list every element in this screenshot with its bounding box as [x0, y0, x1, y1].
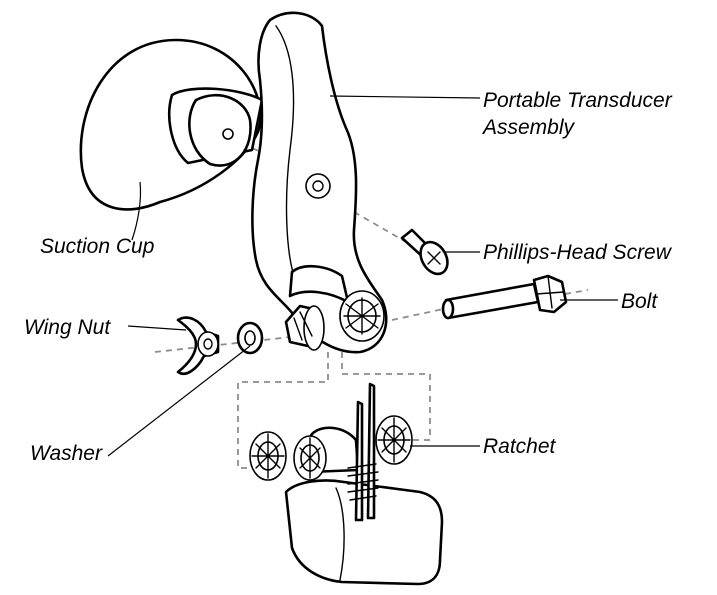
ratchet-gear-center: [293, 435, 327, 481]
leader-suction-cup: [131, 181, 142, 241]
leader-lines: [107, 95, 618, 457]
bolt: [441, 274, 568, 320]
leader-wing-nut: [127, 325, 187, 331]
transducer-cable: [347, 382, 379, 522]
suction-cup: [79, 38, 264, 211]
arm-ratchet-gear: [284, 290, 385, 351]
label-transducer-line2: Assembly: [481, 116, 576, 139]
label-wing-nut: Wing Nut: [24, 316, 111, 339]
label-phillips-head-screw: Phillips-Head Screw: [483, 241, 673, 264]
ratchet-gear-right: [375, 415, 413, 465]
label-washer: Washer: [30, 442, 103, 465]
label-transducer-line1: Portable Transducer: [483, 89, 673, 112]
ratchet-gear-left: [249, 431, 287, 481]
label-ratchet: Ratchet: [483, 435, 557, 458]
leader-transducer: [329, 95, 481, 99]
part-labels: Portable Transducer Assembly Suction Cup…: [24, 89, 673, 465]
label-suction-cup: Suction Cup: [40, 235, 154, 258]
transducer-arm: [251, 11, 388, 354]
leader-washer: [107, 345, 251, 457]
wing-nut: [176, 316, 220, 376]
phillips-head-screw: [400, 228, 449, 276]
washer: [236, 321, 264, 355]
label-bolt: Bolt: [621, 290, 658, 313]
